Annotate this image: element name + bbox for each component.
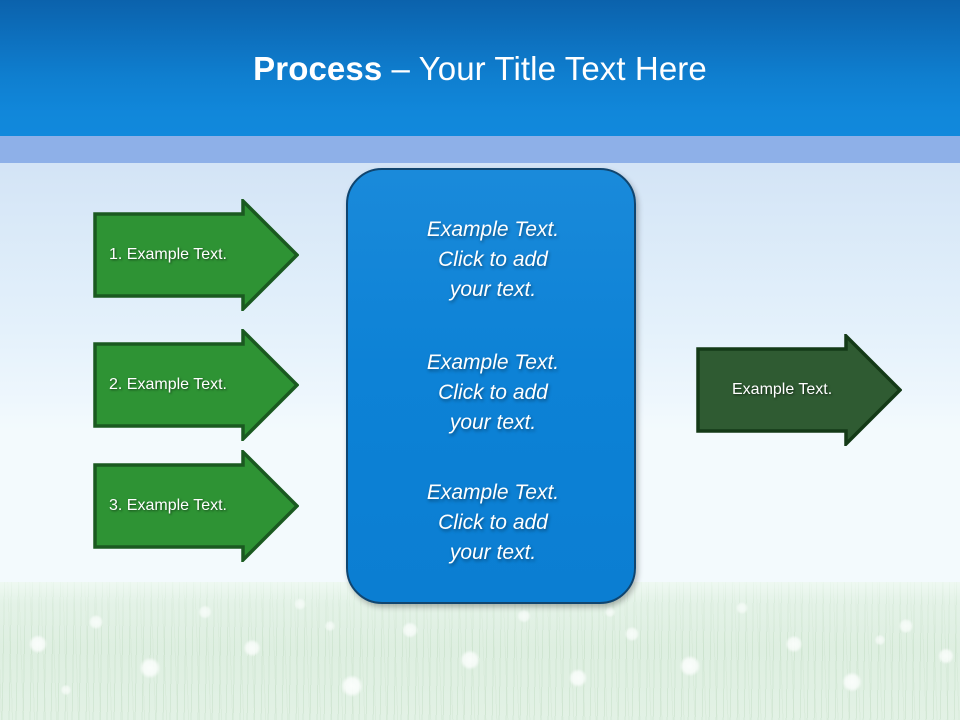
- dandelion-meadow-background: [0, 582, 960, 720]
- arrow-right-icon: [696, 331, 903, 449]
- process-input-arrow-3[interactable]: 3. Example Text.: [93, 447, 300, 565]
- process-center-text-block-2[interactable]: Example Text. Click to add your text.: [426, 351, 560, 434]
- process-center-box[interactable]: Example Text. Click to add your text. Ex…: [346, 168, 636, 604]
- process-output-arrow[interactable]: Example Text.: [696, 331, 903, 449]
- page-title-emphasis: Process: [253, 50, 383, 87]
- process-input-arrow-2[interactable]: 2. Example Text.: [93, 326, 300, 444]
- title-banner-stripe: [0, 136, 960, 163]
- title-banner: [0, 0, 960, 136]
- photo-haze-overlay: [0, 582, 960, 720]
- page-title-rest: – Your Title Text Here: [382, 50, 707, 87]
- page-title: Process – Your Title Text Here: [0, 49, 960, 89]
- process-center-text-block-3[interactable]: Example Text. Click to add your text.: [426, 481, 560, 564]
- arrow-right-icon: [93, 196, 300, 314]
- arrow-right-icon: [93, 447, 300, 565]
- process-input-arrow-1[interactable]: 1. Example Text.: [93, 196, 300, 314]
- arrow-right-icon: [93, 326, 300, 444]
- process-center-text-block-1[interactable]: Example Text. Click to add your text.: [426, 218, 560, 301]
